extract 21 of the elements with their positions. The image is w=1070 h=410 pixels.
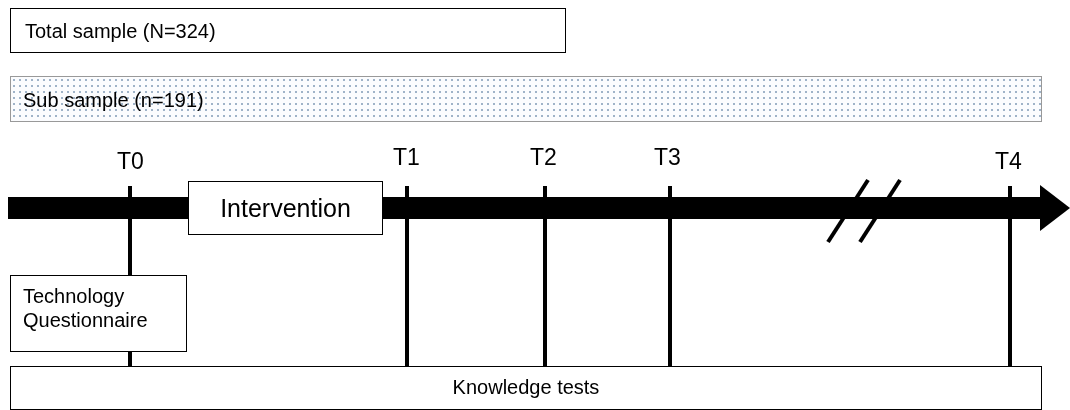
tests-label: Knowledge tests (451, 375, 601, 399)
intervention-box (188, 181, 383, 235)
time-point-label: T0 (117, 148, 144, 175)
time-tick-line (405, 186, 409, 366)
sample-box (10, 8, 566, 53)
time-tick-line (668, 186, 672, 366)
intervention-label: Intervention (219, 193, 352, 223)
time-tick-line (1008, 186, 1012, 366)
questionnaire-box (10, 275, 187, 352)
time-point-label: T1 (393, 144, 420, 171)
sample-label: Total sample (N=324) (25, 19, 217, 43)
time-point-label: T2 (530, 144, 557, 171)
time-point-label: T4 (995, 148, 1022, 175)
time-point-label: T3 (654, 144, 681, 171)
tests-band (10, 366, 1042, 410)
time-tick-line (128, 352, 132, 366)
subsample-band (10, 76, 1042, 122)
subsample-label: Sub sample (n=191) (23, 88, 205, 112)
time-tick-line (128, 186, 132, 275)
questionnaire-label: Technology Questionnaire (23, 284, 149, 332)
time-tick-line (543, 186, 547, 366)
